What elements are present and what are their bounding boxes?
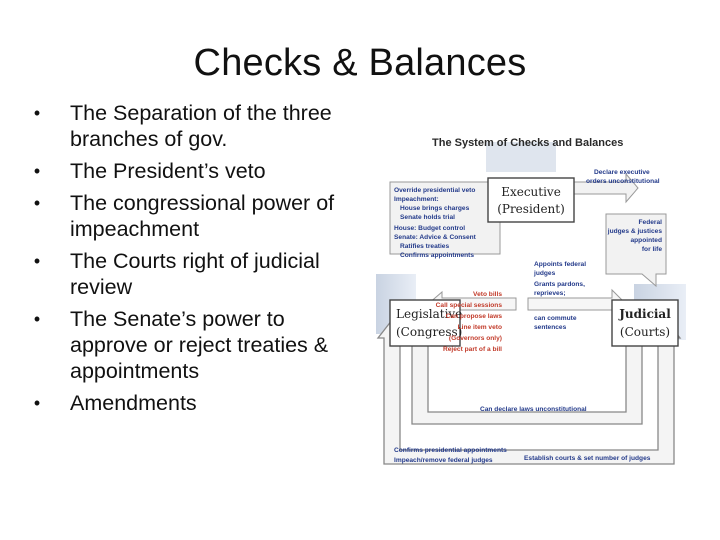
diagram-label: Declare executive <box>594 169 650 176</box>
diagram-label: Impeach/remove federal judges <box>394 457 493 464</box>
legislative-label: Legislative <box>396 307 462 321</box>
bullet-dot-icon: • <box>33 393 41 413</box>
executive-sub-label: (President) <box>497 202 565 216</box>
diagram-label: Veto bills <box>473 291 502 298</box>
bullet-dot-icon: • <box>33 103 41 123</box>
bullet-dot-icon: • <box>33 309 41 329</box>
diagram-label: for life <box>642 246 662 253</box>
diagram-label: judges <box>533 270 556 277</box>
bullet-item: •The Courts right of judicial review <box>28 248 358 300</box>
diagram-label: Confirms appointments <box>400 252 474 259</box>
diagram-svg: The System of Checks and Balances Execut… <box>376 137 686 465</box>
diagram-label: Reject part of a bill <box>443 346 502 353</box>
judicial-sub-label: (Courts) <box>620 325 670 339</box>
diagram-label: Establish courts & set number of judges <box>524 455 651 462</box>
diagram-label: Can declare laws unconstitutional <box>480 406 587 413</box>
diagram-label: Grants pardons, <box>534 281 585 288</box>
diagram-label: reprieves; <box>534 290 566 297</box>
diagram-label: judges & justices <box>607 228 663 235</box>
bullet-item: •Amendments <box>28 390 358 416</box>
diagram-label: Senate holds trial <box>400 214 455 221</box>
bullet-item: •The Separation of the three branches of… <box>28 100 358 152</box>
bullet-item: •The Senate’s power to approve or reject… <box>28 306 358 384</box>
diagram-label: sentences <box>534 324 567 331</box>
exec-to-jud-arrow <box>571 172 639 204</box>
diagram-label: Ratifies treaties <box>400 243 449 250</box>
diagram-label: Call special sessions <box>436 302 503 309</box>
white-house-image <box>486 142 556 172</box>
slide-title: Checks & Balances <box>193 42 527 84</box>
jud-side-arrow <box>605 213 667 288</box>
diagram-label: Line item veto <box>458 324 502 331</box>
bullet-item: •The President’s veto <box>28 158 358 184</box>
diagram-label: Can propose laws <box>446 313 503 320</box>
legislative-box <box>389 299 461 347</box>
executive-box <box>487 177 575 223</box>
diagram-label: Federal <box>639 219 663 226</box>
legislative-sub-label: (Congress) <box>396 325 462 339</box>
diagram-label: Appoints federal <box>534 261 586 268</box>
diagram-label: House brings charges <box>400 205 470 212</box>
diagram-title: The System of Checks and Balances <box>432 137 623 149</box>
checks-balances-diagram: The System of Checks and Balances Execut… <box>376 124 686 484</box>
diagram-label: Senate: Advice & Consent <box>394 234 477 241</box>
diagram-label: Override presidential veto <box>394 187 475 194</box>
executive-label: Executive <box>501 185 561 199</box>
diagram-label: appointed <box>630 237 662 244</box>
diagram-label: (Governors only) <box>449 335 502 342</box>
judicial-label: Judicial <box>618 307 671 321</box>
diagram-label: Confirms presidential appointments <box>394 447 507 454</box>
diagram-label: House: Budget control <box>394 225 465 232</box>
diagram-label: Impeachment: <box>394 196 439 203</box>
diagram-label: can commute <box>534 315 577 322</box>
bullet-item: •The congressional power of impeachment <box>28 190 358 242</box>
bullet-dot-icon: • <box>33 193 41 213</box>
bullet-dot-icon: • <box>33 161 41 181</box>
diagram-label: orders unconstitutional <box>586 178 660 185</box>
judicial-box <box>611 299 679 347</box>
bullet-list: •The Separation of the three branches of… <box>28 100 358 422</box>
bullet-dot-icon: • <box>33 251 41 271</box>
